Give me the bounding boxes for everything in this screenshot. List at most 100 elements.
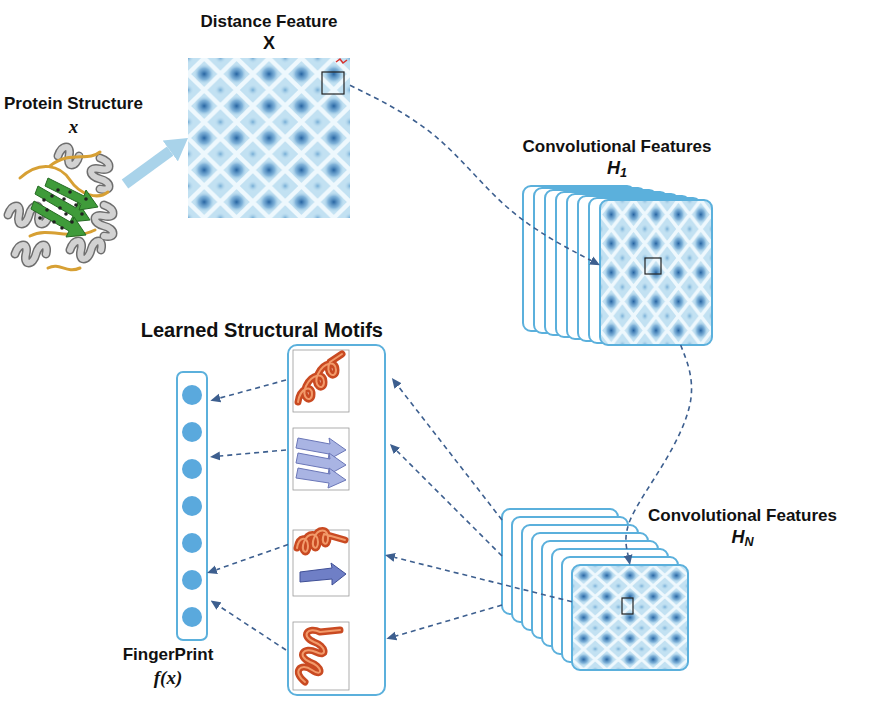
protein-cartoon xyxy=(8,147,113,263)
motif-panel xyxy=(296,438,346,488)
connector-arrow xyxy=(350,85,591,260)
node-heading: Convolutional FeaturesHN xyxy=(648,506,837,550)
feature-map-stack: Convolutional FeaturesH1 xyxy=(600,200,712,345)
node-heading: Convolutional FeaturesH1 xyxy=(523,137,712,181)
distance-matrix xyxy=(188,58,350,218)
motif-panel xyxy=(293,350,349,690)
protein-cartoon xyxy=(52,220,56,224)
protein-cartoon xyxy=(64,212,68,216)
feature-map-stack xyxy=(572,565,688,670)
protein-cartoon xyxy=(91,158,109,190)
motif-panel: Learned Structural Motifs xyxy=(288,345,385,695)
symbol-subscript: N xyxy=(744,535,753,549)
protein-cartoon xyxy=(45,208,49,212)
feature-map-stack xyxy=(622,598,633,614)
motif-panel xyxy=(298,354,342,402)
motif-panel xyxy=(298,630,340,682)
protein-structure: Protein Structurex xyxy=(2,142,125,282)
fingerprint-vector xyxy=(182,422,202,442)
math-symbol: HN xyxy=(648,527,837,551)
math-symbol: x xyxy=(4,115,143,138)
protein-cartoon xyxy=(8,147,113,270)
protein-cartoon xyxy=(58,206,62,210)
math-symbol: H1 xyxy=(523,158,712,182)
motif-panel xyxy=(300,563,346,585)
node-heading: FingerPrintf(x) xyxy=(123,645,214,689)
motif-panel xyxy=(288,345,385,695)
protein-cartoon xyxy=(38,216,42,220)
motif-panel xyxy=(298,630,340,682)
motif-panel xyxy=(293,350,349,412)
dashed-arrow xyxy=(219,606,286,650)
node-title: Convolutional Features xyxy=(648,506,837,527)
motif-panel xyxy=(293,530,349,596)
feature-map-stack xyxy=(502,509,688,670)
protein-cartoon xyxy=(15,245,47,263)
protein-cartoon xyxy=(38,188,88,230)
symbol-base: H xyxy=(731,527,744,547)
connector-arrow xyxy=(395,557,572,601)
motif-panel xyxy=(288,345,385,695)
feature-map-stack xyxy=(523,186,712,345)
protein-cartoon xyxy=(56,188,60,192)
motif-panel xyxy=(297,531,345,552)
motif-panel xyxy=(293,428,349,490)
motif-panel xyxy=(297,354,345,682)
fingerprint-vector xyxy=(182,385,202,405)
protein-cartoon xyxy=(84,197,88,201)
node-heading: Distance FeatureX xyxy=(201,12,338,55)
protein-cartoon xyxy=(48,266,80,269)
protein-cartoon xyxy=(31,201,86,237)
protein-cartoon xyxy=(45,178,98,210)
fingerprint-vector: FingerPrintf(x) xyxy=(177,372,207,640)
symbol-base: H xyxy=(607,158,620,178)
node-title: Protein Structure xyxy=(4,94,143,115)
motif-panel xyxy=(297,531,345,552)
fingerprint-vector xyxy=(177,372,207,640)
protein-cartoon xyxy=(20,152,108,270)
connector-arrow xyxy=(125,151,170,184)
node-title: Learned Structural Motifs xyxy=(141,318,383,342)
protein-cartoon xyxy=(95,205,113,237)
protein-cartoon xyxy=(95,205,113,237)
distance-matrix xyxy=(336,59,347,63)
dashed-arrow xyxy=(220,450,286,456)
fingerprint-vector xyxy=(182,533,202,553)
motif-panel xyxy=(293,622,349,690)
math-symbol: X xyxy=(201,33,338,55)
protein-cartoon xyxy=(50,152,100,166)
protein-cartoon xyxy=(68,190,72,194)
motif-panel xyxy=(297,354,345,682)
protein-cartoon xyxy=(42,198,46,202)
protein-cartoon xyxy=(15,245,47,263)
motif-panel xyxy=(300,563,346,585)
protein-cartoon xyxy=(70,241,102,259)
fingerprint-vector xyxy=(182,570,202,590)
symbol-subscript: 1 xyxy=(620,166,627,180)
node-title: Distance Feature xyxy=(201,12,338,33)
dashed-arrow xyxy=(219,380,502,650)
distance-matrix: Distance FeatureX xyxy=(188,58,350,218)
feature-map-stack xyxy=(645,258,661,274)
feature-map-stack: Convolutional FeaturesHN xyxy=(572,565,688,670)
protein-cartoon xyxy=(74,203,78,207)
protein-cartoon xyxy=(8,147,113,263)
node-heading: Learned Structural Motifs xyxy=(141,318,383,342)
feature-map-stack xyxy=(600,200,712,345)
node-title: Convolutional Features xyxy=(523,137,712,158)
dashed-arrow xyxy=(396,605,502,636)
node-title: FingerPrint xyxy=(123,645,214,666)
fingerprint-vector xyxy=(182,459,202,479)
dashed-arrow xyxy=(397,451,502,556)
node-heading: Protein Structurex xyxy=(4,94,143,138)
protein-cartoon xyxy=(62,197,66,201)
protein-cartoon xyxy=(70,241,102,259)
distance-matrix xyxy=(322,72,344,94)
motif-panel xyxy=(298,354,342,402)
dashed-arrow xyxy=(398,386,502,520)
connector-arrow xyxy=(216,545,288,570)
distance-matrix xyxy=(188,58,350,218)
math-symbol: f(x) xyxy=(123,666,214,689)
